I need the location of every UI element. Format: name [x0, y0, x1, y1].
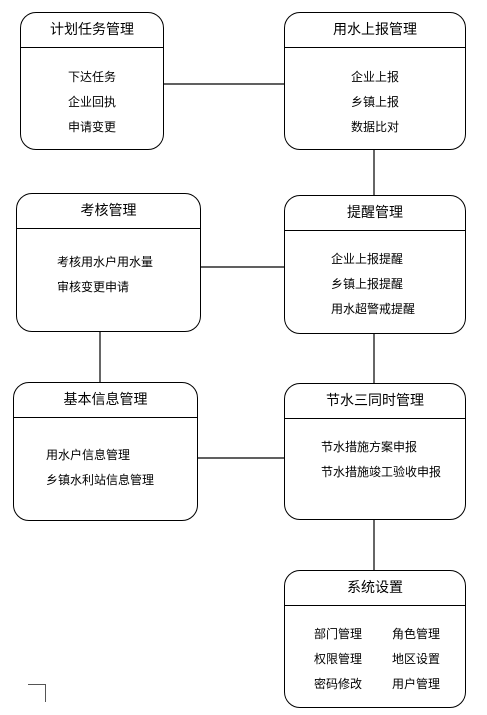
assessment-management-box: 考核管理 考核用水户用水量 审核变更申请 — [16, 193, 201, 332]
assessment-item: 考核用水户用水量 — [57, 255, 154, 269]
water-saving-item: 节水措施方案申报 — [321, 440, 418, 454]
plan-task-management-box: 计划任务管理 下达任务 企业回执 申请变更 — [20, 12, 164, 150]
water-report-item: 企业上报 — [350, 70, 399, 84]
system-settings-item: 部门管理 — [314, 627, 363, 641]
assessment-item: 审核变更申请 — [57, 280, 130, 294]
system-settings-item: 地区设置 — [392, 652, 441, 666]
system-settings-item: 角色管理 — [392, 627, 441, 641]
basic-info-item: 乡镇水利站信息管理 — [46, 473, 155, 487]
system-settings-item: 密码修改 — [314, 677, 363, 691]
reminder-management-title: 提醒管理 — [285, 196, 465, 231]
basic-info-management-title: 基本信息管理 — [14, 383, 197, 418]
plan-task-item: 企业回执 — [67, 95, 116, 109]
plan-task-item: 申请变更 — [67, 120, 116, 134]
plan-task-item: 下达任务 — [67, 70, 116, 84]
water-report-management-box: 用水上报管理 企业上报 乡镇上报 数据比对 — [284, 12, 466, 150]
page-corner-mark — [28, 684, 46, 702]
system-settings-item: 权限管理 — [314, 652, 363, 666]
plan-task-management-title: 计划任务管理 — [21, 13, 163, 48]
water-report-item: 数据比对 — [350, 120, 399, 134]
water-saving-management-title: 节水三同时管理 — [285, 384, 465, 419]
reminder-item: 用水超警戒提醒 — [331, 302, 416, 316]
system-settings-item: 用户管理 — [392, 677, 441, 691]
system-settings-title: 系统设置 — [285, 571, 465, 606]
water-saving-management-box: 节水三同时管理 节水措施方案申报 节水措施竣工验收申报 — [284, 383, 466, 520]
water-saving-item: 节水措施竣工验收申报 — [321, 465, 442, 479]
reminder-item: 企业上报提醒 — [331, 252, 404, 266]
reminder-item: 乡镇上报提醒 — [331, 277, 404, 291]
water-report-management-title: 用水上报管理 — [285, 13, 465, 48]
basic-info-item: 用水户信息管理 — [46, 448, 131, 462]
water-report-item: 乡镇上报 — [350, 95, 399, 109]
basic-info-management-box: 基本信息管理 用水户信息管理 乡镇水利站信息管理 — [13, 382, 198, 521]
assessment-management-title: 考核管理 — [17, 194, 200, 229]
system-settings-box: 系统设置 部门管理 角色管理 权限管理 地区设置 密码修改 用户管理 — [284, 570, 466, 708]
reminder-management-box: 提醒管理 企业上报提醒 乡镇上报提醒 用水超警戒提醒 — [284, 195, 466, 334]
